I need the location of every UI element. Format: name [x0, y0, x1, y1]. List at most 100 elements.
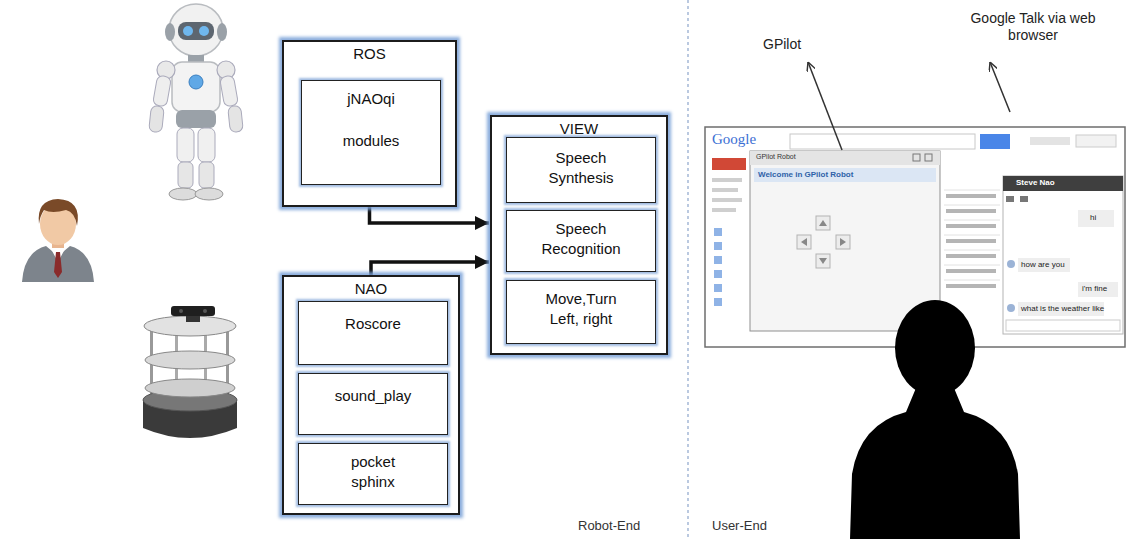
browser-screenshot-part — [946, 194, 996, 198]
screenshot-text: Welcome in GPilot Robot — [758, 170, 853, 180]
nao-robot-picture-part — [165, 23, 175, 41]
module-title: NAO — [284, 279, 458, 299]
browser-screenshot-part — [946, 284, 996, 288]
flow-arrow — [371, 262, 489, 275]
browser-screenshot-part — [819, 220, 827, 226]
browser-screenshot-part — [1006, 320, 1120, 331]
callout-label: Google Talk via web browser — [968, 10, 1098, 44]
browser-screenshot-part — [925, 154, 932, 161]
browser-screenshot-part — [1018, 258, 1070, 272]
browser-screenshot-part — [816, 216, 830, 230]
nao-robot-picture-part — [189, 75, 203, 89]
browser-screenshot-part — [801, 238, 807, 246]
module-title: ROS — [284, 44, 455, 64]
screenshot-text: Steve Nao — [1016, 178, 1055, 188]
browser-screenshot-part — [946, 239, 996, 243]
component-label: sound_play — [335, 386, 412, 406]
nao-robot-picture-part — [149, 105, 165, 132]
turtlebot-picture-part — [179, 309, 183, 313]
turtlebot-picture-part — [144, 316, 236, 336]
browser-screenshot-part — [836, 235, 850, 249]
browser-screenshot-part — [944, 265, 1000, 266]
browser-screenshot-part — [946, 209, 996, 213]
browser-screenshot-part — [946, 254, 996, 258]
nao-robot-picture-part — [178, 22, 214, 40]
browser-screenshot-part — [790, 134, 975, 149]
nao-robot-picture-part — [178, 162, 193, 188]
screenshot-text: hi — [1090, 213, 1096, 223]
region-label: User-End — [712, 518, 767, 534]
browser-screenshot-part — [944, 280, 1000, 281]
browser-screenshot-part — [816, 254, 830, 268]
browser-screenshot-part — [1020, 196, 1028, 202]
browser-screenshot-part — [714, 270, 722, 278]
browser-screenshot-part — [944, 190, 1000, 191]
browser-screenshot-part — [1078, 282, 1118, 297]
module-box: ROS jNAOqi modules — [282, 40, 457, 207]
nao-robot-picture-part — [177, 128, 194, 162]
screenshot-text: what is the weather like — [1021, 304, 1104, 314]
turtlebot-picture-part — [171, 306, 215, 316]
module-box: NAO Roscore sound_playpocket sphinx — [282, 275, 460, 515]
component-label: Move,Turn Left, right — [534, 289, 629, 330]
component-label: jNAOqi — [347, 89, 395, 109]
module-box: VIEWSpeech SynthesisSpeech RecognitionMo… — [490, 115, 668, 355]
browser-screenshot-part — [1003, 176, 1123, 191]
browser-screenshot-part — [714, 256, 722, 264]
browser-screenshot-part — [1030, 137, 1070, 145]
browser-screenshot-part — [714, 298, 722, 306]
turtlebot-picture-part — [145, 351, 235, 369]
component-box: Move,Turn Left, right — [506, 280, 656, 344]
browser-screenshot-part — [1007, 260, 1015, 268]
turtlebot-picture-part — [186, 316, 200, 322]
browser-screenshot-part — [714, 242, 722, 250]
user-icon — [22, 199, 94, 282]
leader-arrow-part — [990, 62, 1010, 112]
component-box: jNAOqi modules — [301, 80, 441, 185]
browser-screenshot-part — [712, 208, 736, 212]
turtlebot-picture — [143, 306, 237, 438]
region-label: Robot-End — [578, 518, 640, 534]
nao-robot-picture-part — [199, 26, 209, 36]
browser-screenshot-part — [750, 151, 940, 331]
leader-arrow — [808, 62, 1010, 150]
browser-screenshot-part — [980, 134, 1010, 149]
browser-screenshot-part — [913, 154, 920, 161]
user-icon-part — [22, 246, 94, 282]
browser-screenshot-part — [1007, 304, 1015, 312]
component-box: Speech Synthesis — [506, 137, 656, 203]
browser-screenshot-part — [840, 238, 846, 246]
browser-screenshot-part — [712, 178, 742, 182]
turtlebot-picture-part — [145, 379, 235, 397]
nao-robot-picture-part — [183, 26, 193, 36]
divider-line — [688, 0, 689, 539]
component-label: pocket sphinx — [343, 452, 403, 493]
browser-screenshot-part — [1078, 210, 1114, 227]
nao-robot-picture-part — [228, 105, 244, 132]
browser-screenshot-part — [750, 151, 940, 165]
user-silhouette-part — [850, 388, 1020, 539]
component-label: Speech Synthesis — [534, 148, 629, 189]
component-box: Roscore — [298, 301, 448, 365]
screenshot-text: GPilot Robot — [756, 153, 796, 161]
divider-line-part — [687, 0, 688, 539]
browser-screenshot-part — [1076, 135, 1116, 147]
nao-robot-picture-part — [198, 128, 215, 162]
screenshot-text: how are you — [1021, 260, 1065, 270]
browser-screenshot-part — [797, 235, 811, 249]
browser-screenshot-part — [1006, 196, 1014, 202]
browser-screenshot-part — [944, 250, 1000, 251]
component-box: sound_play — [298, 373, 448, 435]
browser-screenshot-part — [946, 224, 996, 228]
browser-screenshot-part — [819, 258, 827, 264]
component-box: pocket sphinx — [298, 443, 448, 505]
browser-screenshot-part — [712, 198, 742, 202]
component-label: Roscore — [345, 314, 401, 334]
user-silhouette — [850, 300, 1020, 539]
nao-robot-picture-part — [169, 4, 223, 56]
flow-arrow — [370, 207, 490, 223]
browser-screenshot-part — [944, 235, 1000, 236]
component-label: modules — [343, 131, 400, 151]
browser-screenshot-part — [1018, 302, 1104, 316]
